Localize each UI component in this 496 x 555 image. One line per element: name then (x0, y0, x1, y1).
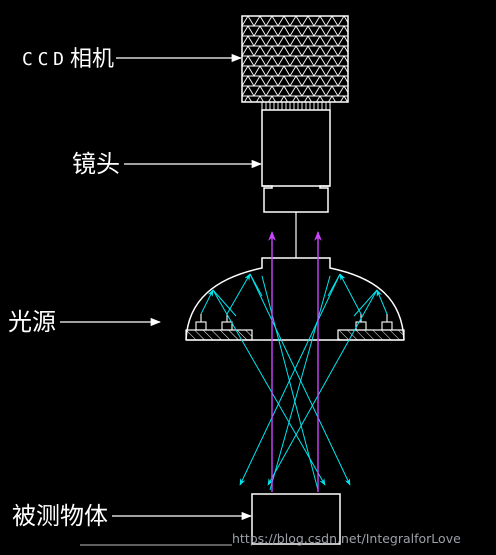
camera-connector (261, 101, 331, 111)
led-1 (195, 314, 207, 331)
imaging-rays (268, 231, 322, 492)
led-4 (381, 314, 393, 331)
label-lens-group: 镜头 (72, 150, 263, 178)
label-object: 被测物体 (12, 502, 108, 530)
ccd-camera (241, 15, 349, 111)
label-camera-prefix: CCD (22, 49, 68, 70)
watermark-text: https://blog.csdn.net/IntegralforLove (232, 531, 461, 546)
dome-inner-rays (200, 273, 388, 317)
label-camera-group: CCD 相机 (22, 47, 243, 72)
label-camera: 相机 (70, 47, 114, 72)
reflected-rays (212, 273, 378, 491)
lens (261, 109, 331, 213)
label-light-source-group: 光源 (8, 308, 162, 336)
light-source-dome (185, 257, 405, 341)
led-3 (355, 314, 367, 331)
label-object-group: 被测物体 (12, 502, 253, 530)
label-lens: 镜头 (72, 150, 120, 178)
label-light-source: 光源 (8, 308, 56, 336)
led-2 (221, 314, 233, 331)
